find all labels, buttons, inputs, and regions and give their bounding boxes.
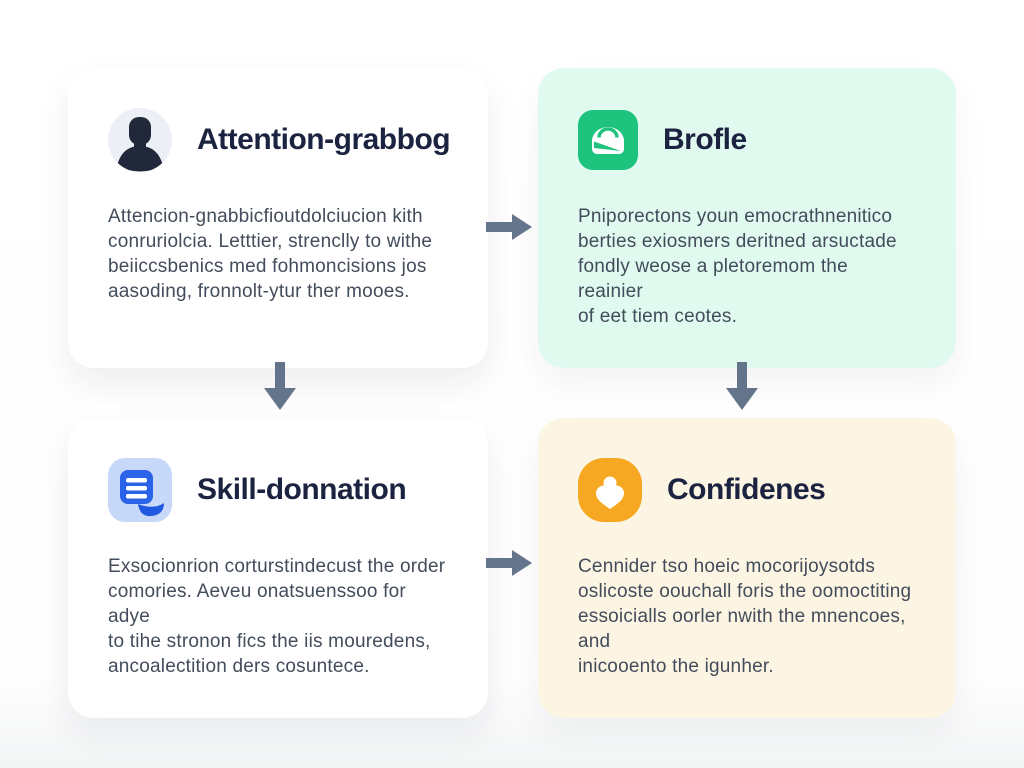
card-title: Attention-grabbog [197,123,451,156]
card-body-line: aasoding, fronnolt-ytur ther mooes. [108,281,410,302]
card-body-line: berties exiosmers deritned arsuctade [578,231,897,252]
card-title: Brofle [663,123,747,156]
card-attention-grabbing: Attention-grabbog Attencion-gnabbicfiout… [68,68,488,368]
card-body-line: ancoalectition ders cosuntece. [108,656,370,677]
card-body: Exsocionrion corturstindecust the order … [108,554,448,679]
card-body-line: Attencion-gnabbicfioutdolciucion kith [108,206,423,227]
arrow-right-icon [486,548,532,578]
card-body-line: inicooento the igunher. [578,656,774,677]
card-body-line: essoicialls oorler nwith the mnencoes, a… [578,606,906,652]
arrow-down-icon [724,362,760,410]
card-body-line: Cennider tso hoeic mocorijoysotds [578,556,876,577]
card-header: Brofle [578,108,916,172]
card-body: Attencion-gnabbicfioutdolciucion kith co… [108,204,448,304]
card-body-line: to tihe stronon fics the iis mouredens, [108,631,431,652]
arrow-right-icon [486,212,532,242]
card-header: Skill-donnation [108,458,448,522]
card-header: Attention-grabbog [108,108,451,172]
card-body-line: Exsocionrion corturstindecust the order [108,556,446,577]
card-confidence: Confidenes Cennider tso hoeic mocorijoys… [538,418,956,718]
arrow-down-icon [262,362,298,410]
lock-badge-icon [578,110,638,170]
person-avatar-icon [108,108,172,172]
heart-person-icon [578,458,642,522]
card-profile: Brofle Pniporectons youn emocrathnenitic… [538,68,956,368]
document-lines-icon [108,458,172,522]
card-skill-donation: Skill-donnation Exsocionrion corturstind… [68,418,488,718]
card-body-line: comories. Aeveu onatsuenssoo for adye [108,581,406,627]
card-body-line: fondly weose a pletoremom the reainier [578,256,848,302]
card-body-line: of eet tiem ceotes. [578,306,738,327]
card-body-line: oslicoste oouchall foris the oomoctiting [578,581,912,602]
card-title: Skill-donnation [197,473,407,506]
card-body: Cennider tso hoeic mocorijoysotds oslico… [578,554,916,679]
card-body: Pniporectons youn emocrathnenitico berti… [578,204,916,329]
card-body-line: Pniporectons youn emocrathnenitico [578,206,893,227]
card-header: Confidenes [578,458,916,522]
card-body-line: conruriolcia. Letttier, strenclly to wit… [108,231,433,252]
card-body-line: beiiccsbenics med fohmoncisions jos [108,256,427,277]
card-title: Confidenes [667,473,826,506]
